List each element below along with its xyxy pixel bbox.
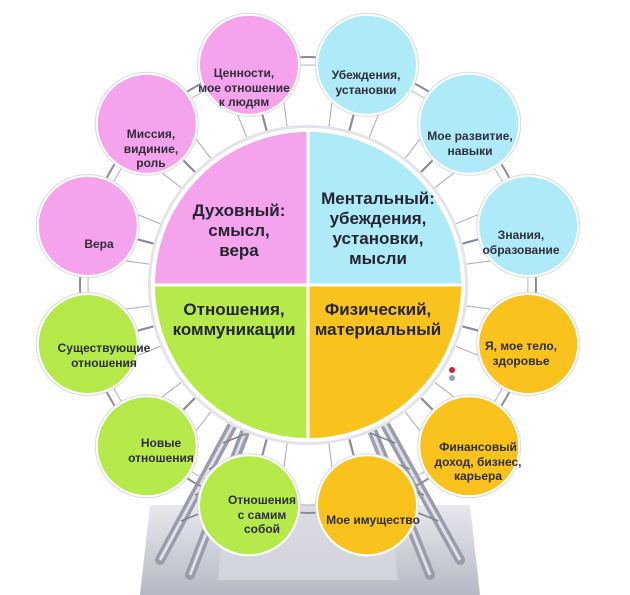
satellite-label-self-relations: Отношения с самим собой — [227, 493, 297, 537]
satellite-label-existing-relations: Существующие отношения — [57, 341, 151, 370]
satellite-label-values: Ценности, мое отношение к людям — [198, 66, 290, 110]
satellite-circle-beliefs — [316, 13, 419, 116]
satellite-label-property: Мое имущество — [326, 512, 420, 527]
satellite-label-development: Мое развитие, навыки — [427, 129, 513, 158]
satellite-circle-new-relations — [95, 395, 198, 498]
satellite-label-beliefs: Убеждения, установки — [331, 68, 401, 97]
quadrant-relations — [153, 285, 308, 440]
satellite-label-knowledge: Знания, образование — [482, 228, 560, 257]
satellite-label-faith: Вера — [84, 236, 114, 251]
satellite-circle-self-relations — [197, 454, 300, 557]
quadrant-mental — [308, 130, 463, 285]
outer-rim-inner — [87, 64, 529, 506]
satellite-label-new-relations: Новые отношения — [128, 436, 194, 465]
center-quadrants — [148, 125, 468, 445]
satellite-circle-existing-relations — [36, 293, 139, 396]
outer-rim — [79, 56, 537, 514]
satellite-label-income: Финансовый доход, бизнес, карьера — [434, 440, 522, 484]
quadrant-spiritual — [153, 130, 308, 285]
satellite-label-mission: Миссия, видиние, роль — [123, 127, 179, 171]
center-outline — [151, 128, 465, 442]
satellite-circles — [35, 12, 581, 558]
satellite-circle-development — [418, 72, 521, 175]
satellite-circle-mission — [95, 72, 198, 175]
satellite-circle-body — [477, 293, 580, 396]
satellite-circle-income — [418, 395, 521, 498]
quadrant-label-relations: Отношения, коммуникации — [172, 299, 296, 339]
satellite-label-body: Я, мое тело, здоровье — [484, 339, 558, 368]
satellite-circle-knowledge — [477, 174, 580, 277]
satellite-circle-values — [197, 13, 300, 116]
quadrant-label-mental: Ментальный: убеждения, установки, мысли — [321, 188, 435, 269]
quadrant-label-spiritual: Духовный: смысл, вера — [192, 200, 286, 261]
gondola-accent — [449, 367, 455, 373]
quadrant-physical — [308, 285, 463, 440]
satellite-circle-property — [316, 454, 419, 557]
frame-strut — [364, 430, 396, 444]
satellite-circle-faith — [36, 174, 139, 277]
quadrant-label-physical: Физический, материальный — [314, 299, 442, 339]
gondola-accent — [449, 375, 455, 381]
